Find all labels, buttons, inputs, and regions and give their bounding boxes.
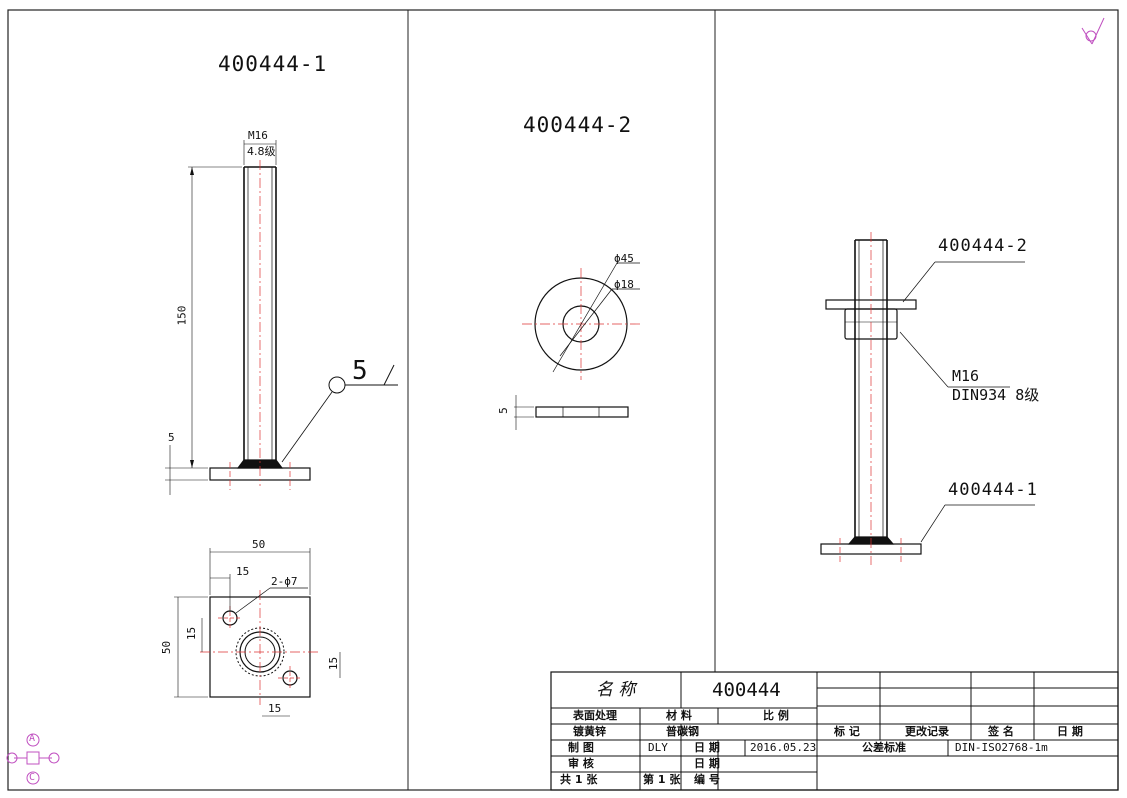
tb-scale-label: 比 例 — [763, 709, 789, 722]
bolt-length-dim: 150 — [175, 305, 189, 326]
assembly-nut-standard: DIN934 8级 — [952, 386, 1040, 404]
assembly-washer-ref: 400444-2 — [938, 236, 1028, 256]
tb-tolerance-value: DIN-ISO2768-1m — [955, 741, 1048, 754]
tb-tolerance-label: 公差标准 — [862, 741, 906, 754]
washer-view — [514, 262, 640, 430]
assembly-bolt-ref: 400444-1 — [948, 480, 1038, 500]
plate-width-dim: 50 — [252, 538, 266, 551]
tb-material-label: 材 料 — [666, 709, 692, 722]
tb-drawn-value: DLY — [648, 741, 668, 754]
tb-drawn-label: 制 图 — [568, 741, 594, 754]
datum-c-label: C — [29, 772, 36, 783]
tb-sheets-label: 共 1 张 — [560, 773, 598, 786]
tb-mark-label: 标 记 — [834, 725, 860, 738]
bolt-side-view — [165, 140, 398, 495]
tb-check-date-label: 日 期 — [694, 757, 720, 770]
tb-material-value: 普碳钢 — [666, 725, 699, 738]
tb-surface-label: 表面处理 — [573, 709, 617, 722]
washer-outer-dia-dim: ϕ45 — [614, 252, 634, 265]
tb-revision-label: 更改记录 — [905, 725, 949, 738]
weld-size-label: 5 — [352, 356, 368, 386]
washer-inner-dia-dim: ϕ18 — [614, 278, 634, 291]
tb-surface-value: 镀黄锌 — [573, 725, 606, 738]
surface-finish-icon — [1081, 17, 1105, 45]
tb-name-value: 400444 — [712, 679, 781, 701]
hole-callout: 2-ϕ7 — [271, 575, 298, 588]
tb-rev-date-label: 日 期 — [1057, 725, 1083, 738]
datum-a-label: A — [29, 733, 36, 744]
tb-name-label: 名 称 — [596, 680, 636, 700]
tb-date-label: 日 期 — [694, 741, 720, 754]
bolt-part-label: 400444-1 — [218, 52, 328, 76]
plate-thickness-dim: 5 — [168, 431, 175, 444]
tb-date-value: 2016.05.23 — [750, 741, 817, 754]
tb-check-label: 审 核 — [568, 757, 594, 770]
hole-offset-x2-dim: 15 — [268, 702, 282, 715]
tb-sign-label: 签 名 — [988, 725, 1014, 738]
title-block — [550, 671, 1119, 791]
bolt-thread-dim: M16 — [248, 129, 268, 142]
plate-height-dim: 50 — [160, 640, 174, 655]
assembly-view — [820, 232, 1035, 565]
tb-code-label: 编 号 — [694, 773, 720, 786]
hole-offset-y1-dim: 15 — [185, 626, 199, 641]
plate-top-view — [174, 548, 341, 717]
assembly-nut-spec: M16 — [952, 367, 980, 385]
hole-offset-x1-dim: 15 — [236, 565, 250, 578]
hole-offset-y2-dim: 15 — [327, 656, 341, 671]
bolt-grade: 4.8级 — [247, 145, 276, 158]
tb-sheet-label: 第 1 张 — [643, 773, 681, 786]
washer-part-label: 400444-2 — [523, 113, 633, 137]
washer-thickness-dim: 5 — [496, 407, 510, 414]
datum-symbol-icon — [6, 733, 60, 785]
